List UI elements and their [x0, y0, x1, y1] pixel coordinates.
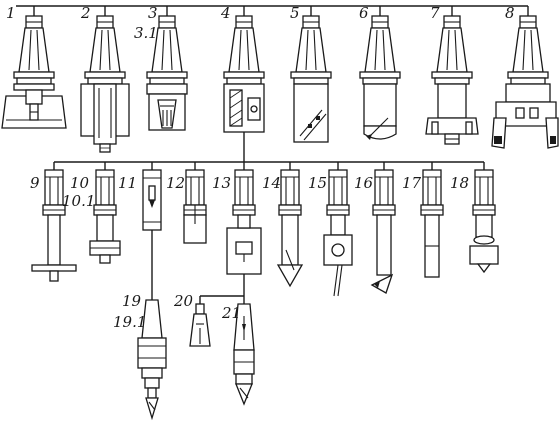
tool-2 [80, 6, 130, 153]
tool-13 [226, 162, 262, 296]
tool-4 [223, 6, 265, 133]
label-1: 1 [6, 4, 16, 22]
label-16: 16 [354, 174, 374, 192]
label-12: 12 [166, 174, 185, 192]
label-13: 13 [212, 174, 231, 192]
tool-16 [370, 162, 396, 294]
tool-12 [183, 162, 207, 244]
tool-17 [420, 162, 444, 278]
label-6: 6 [359, 4, 369, 22]
tool-7 [425, 6, 479, 145]
label-10: 10 [70, 174, 90, 192]
label-20: 20 [173, 292, 194, 310]
label-5: 5 [290, 4, 300, 22]
label-2: 2 [80, 4, 91, 22]
label-3-1: 3.1 [134, 24, 158, 42]
label-17: 17 [402, 174, 422, 192]
label-3: 3 [148, 4, 158, 22]
tool-14 [276, 162, 304, 288]
tool-19 [137, 299, 167, 421]
label-19-1: 19.1 [113, 313, 146, 331]
tool-6 [359, 6, 401, 140]
tool-9 [31, 162, 77, 282]
tool-15 [323, 162, 353, 297]
label-21: 21 [221, 304, 241, 322]
label-11: 11 [118, 174, 137, 192]
label-4: 4 [220, 4, 231, 22]
label-15: 15 [308, 174, 327, 192]
tool-10 [89, 162, 121, 264]
tool-8 [491, 6, 559, 149]
tool-11 [142, 162, 162, 300]
tool-21 [233, 296, 255, 406]
label-10-1: 10.1 [62, 192, 95, 210]
label-8: 8 [505, 4, 515, 22]
tool-3 [146, 6, 188, 131]
label-19: 19 [122, 292, 142, 310]
tool-1 [1, 6, 67, 129]
label-14: 14 [262, 174, 281, 192]
tool-20 [189, 303, 211, 347]
label-9: 9 [30, 174, 40, 192]
tool-18 [469, 162, 499, 274]
label-7: 7 [430, 4, 440, 22]
tool-5 [290, 6, 332, 143]
label-18: 18 [450, 174, 469, 192]
